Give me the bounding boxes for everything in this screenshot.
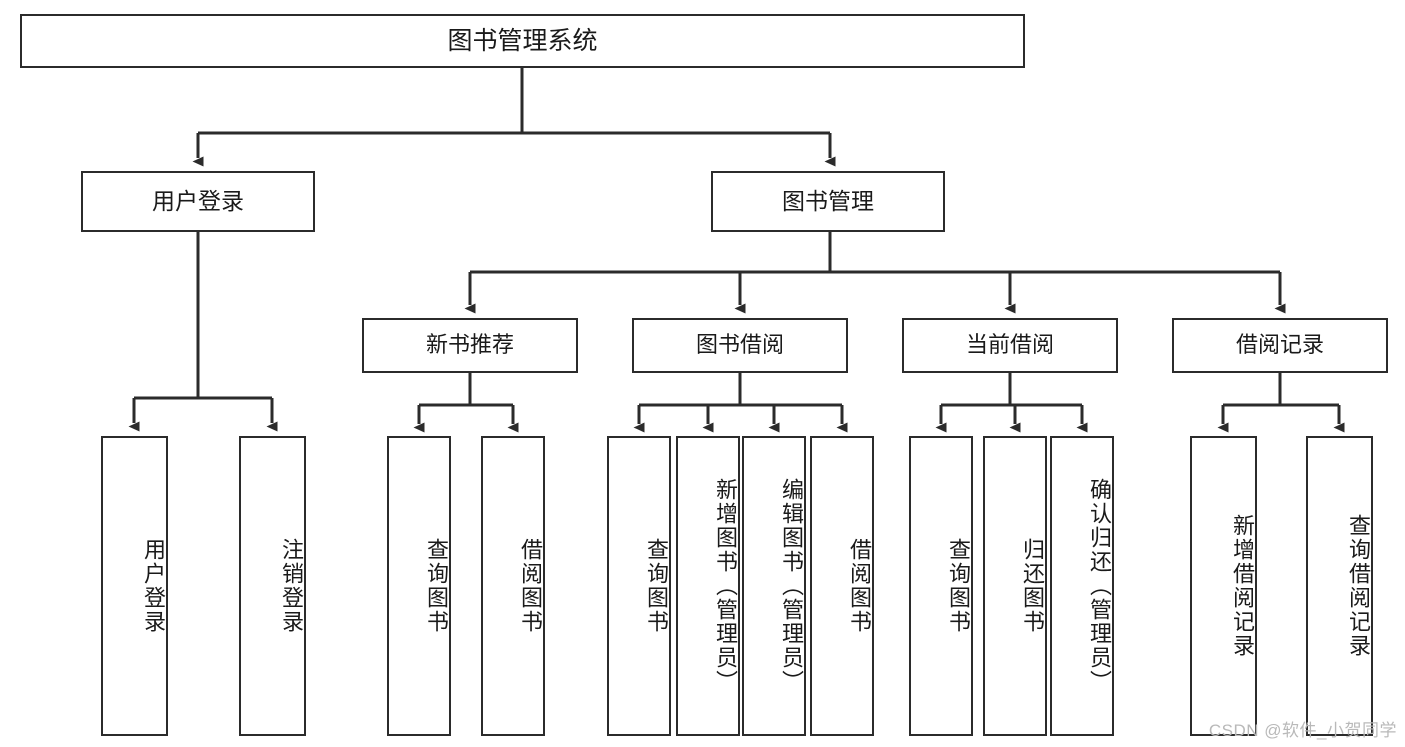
leaf-edit-book-admin[interactable]: 编辑图书（管理员） [742,436,806,736]
leaf-borrow-book-label: 借阅图书 [847,538,872,634]
leaf-return-book[interactable]: 归还图书 [983,436,1047,736]
node-borrow-record[interactable]: 借阅记录 [1172,318,1388,373]
node-user-login[interactable]: 用户登录 [81,171,315,232]
leaf-add-book-admin-label: 新增图书（管理员） [713,478,738,694]
leaf-edit-book-admin-label: 编辑图书（管理员） [779,478,804,694]
node-root-label: 图书管理系统 [447,26,598,55]
leaf-logout[interactable]: 注销登录 [239,436,306,736]
node-book-management-label: 图书管理 [782,188,874,215]
leaf-query-book-newbook-label: 查询图书 [424,538,449,634]
leaf-add-borrow-record-label: 新增借阅记录 [1230,514,1255,658]
leaf-borrow-book-newbook-label: 借阅图书 [518,538,543,634]
node-book-borrow-label: 图书借阅 [695,332,784,358]
node-current-borrow-label: 当前借阅 [965,332,1054,358]
leaf-confirm-return-admin-label: 确认归还（管理员） [1087,478,1112,694]
node-user-login-label: 用户登录 [152,188,244,215]
node-root[interactable]: 图书管理系统 [20,14,1025,68]
node-book-management[interactable]: 图书管理 [711,171,945,232]
node-new-book-recommend-label: 新书推荐 [425,332,514,358]
node-current-borrow[interactable]: 当前借阅 [902,318,1118,373]
leaf-add-book-admin[interactable]: 新增图书（管理员） [676,436,740,736]
leaf-user-login[interactable]: 用户登录 [101,436,168,736]
watermark-text: CSDN @软件_小贺同学 [1208,721,1397,740]
node-book-borrow[interactable]: 图书借阅 [632,318,848,373]
leaf-query-book-current[interactable]: 查询图书 [909,436,973,736]
leaf-borrow-book-newbook[interactable]: 借阅图书 [481,436,545,736]
node-borrow-record-label: 借阅记录 [1235,332,1324,358]
leaf-borrow-book[interactable]: 借阅图书 [810,436,874,736]
leaf-query-book-newbook[interactable]: 查询图书 [387,436,451,736]
leaf-query-book-borrow[interactable]: 查询图书 [607,436,671,736]
leaf-query-book-borrow-label: 查询图书 [644,538,669,634]
leaf-return-book-label: 归还图书 [1020,538,1045,634]
leaf-add-borrow-record[interactable]: 新增借阅记录 [1190,436,1257,736]
leaf-query-book-current-label: 查询图书 [946,538,971,634]
leaf-confirm-return-admin[interactable]: 确认归还（管理员） [1050,436,1114,736]
leaf-logout-label: 注销登录 [279,538,304,634]
leaf-query-borrow-record[interactable]: 查询借阅记录 [1306,436,1373,736]
node-new-book-recommend[interactable]: 新书推荐 [362,318,578,373]
leaf-query-borrow-record-label: 查询借阅记录 [1346,514,1371,658]
leaf-user-login-label: 用户登录 [141,538,166,634]
